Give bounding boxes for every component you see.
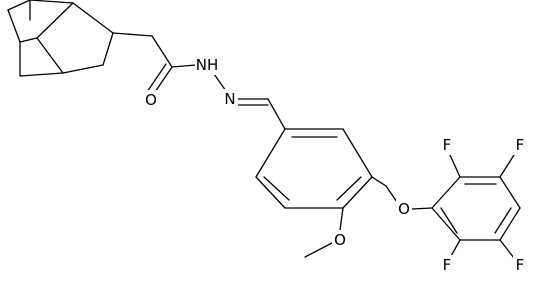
svg-text:F: F [443,136,452,154]
ring-bond [499,207,521,241]
ring-bond [255,128,286,178]
cf-bond [449,154,461,178]
adamantane-bond [7,9,21,43]
adamantane-bond [19,72,64,77]
benzyl-bond [371,176,387,187]
carbonyl-bond [146,63,167,93]
o-ether-label: O [396,199,412,219]
f-bottom-left-label: F [440,255,454,275]
f-top-left-label: F [440,135,454,155]
adamantane-bond [19,37,38,43]
svg-text:O: O [398,200,410,218]
hydrazide-bond [213,73,227,92]
ch2-bond [151,35,173,68]
adamantane-bond [7,0,31,11]
benzyl-bond [385,185,398,203]
adamantane-bond [72,2,114,34]
o-methoxy-label: O [332,230,348,250]
ring-bond [342,128,373,178]
adamantane-bond [29,0,74,4]
svg-text:F: F [516,136,525,154]
cf-bond [499,154,515,178]
cf-bond [499,239,515,259]
methoxy-bond [304,242,333,258]
ring-bond [431,176,461,209]
adamantane-bond [36,2,74,39]
f-top-right-label: F [513,135,527,155]
ring-bond [494,207,512,234]
amide-bond [171,64,197,68]
atom-label-layer: NH N O O O F F [143,55,527,275]
bond-layer [7,0,521,259]
o-carbonyl-label: O [143,90,159,110]
adamantane-bond [102,32,114,66]
ch2-bond [112,32,153,37]
ring-bond [440,207,458,234]
svg-text:F: F [516,256,525,274]
ether-bond [411,207,433,210]
adamantane-bond [36,37,64,74]
svg-text:O: O [334,231,346,249]
n-imine-label: N [222,89,238,109]
svg-text:O: O [145,91,157,109]
imine-bond [267,98,286,130]
ring-bond [263,176,290,201]
ring-bond [255,176,286,209]
ring-bond [342,176,373,209]
svg-text:N: N [224,90,235,108]
nh-hydrazide-label: NH [195,55,219,75]
adamantane-bond [62,64,104,74]
ring-bond [499,176,521,209]
ring-bond [336,176,362,201]
svg-text:NH: NH [196,56,219,74]
methoxy-bond [339,207,344,231]
ring-bond [431,207,461,241]
svg-text:F: F [443,256,452,274]
f-bottom-right-label: F [513,255,527,275]
